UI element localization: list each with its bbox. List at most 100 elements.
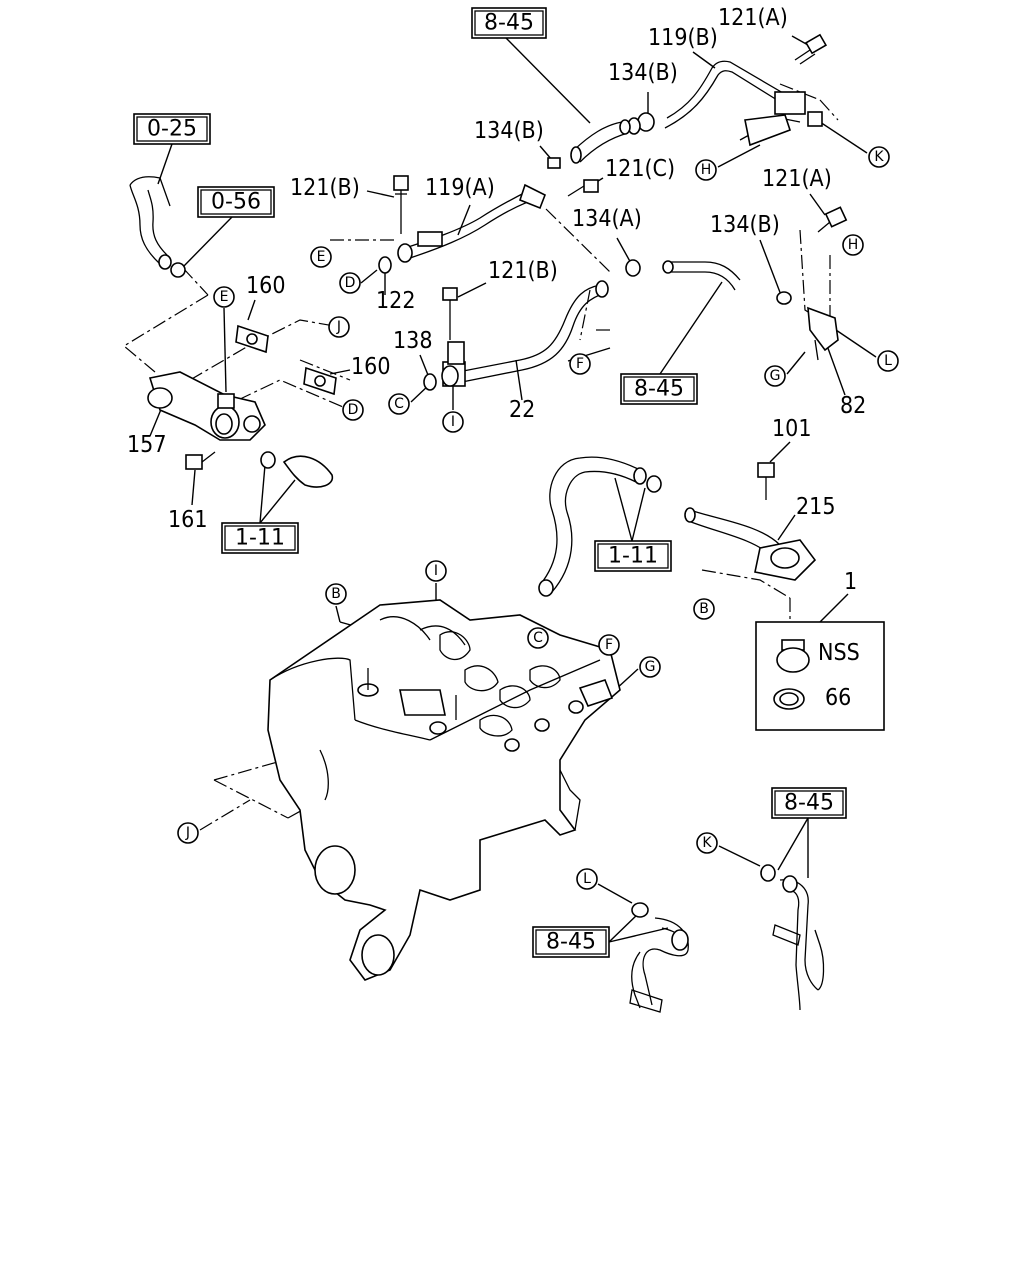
bolt-101: [757, 462, 775, 500]
clamp-134b-third: [776, 291, 792, 305]
ref-box-8-45-bottom-right[interactable]: 8-45: [771, 787, 847, 819]
label-215: 215: [796, 494, 836, 520]
svg-text:J: J: [336, 319, 341, 335]
circle-ref-c-1: C: [388, 393, 410, 415]
svg-text:G: G: [645, 659, 656, 675]
ref-box-8-45-bottom-left[interactable]: 8-45: [532, 926, 610, 958]
outlet-215: [684, 507, 817, 581]
svg-text:8-45: 8-45: [784, 791, 834, 816]
washer-122: [378, 256, 392, 274]
circle-ref-e-2: E: [213, 286, 235, 308]
circle-ref-i-1: I: [442, 411, 464, 433]
label-134b-2: 134(B): [474, 118, 544, 144]
label-122: 122: [376, 288, 416, 314]
svg-text:D: D: [348, 402, 359, 418]
circle-ref-l-1: L: [877, 350, 899, 372]
svg-text:K: K: [702, 835, 712, 851]
bolt-121b-lower: [442, 287, 458, 340]
label-1: 1: [844, 569, 857, 595]
pipe-22: [457, 280, 609, 383]
circle-ref-g-1: G: [764, 365, 786, 387]
svg-text:1-11: 1-11: [235, 526, 285, 551]
pipe-119a: [397, 183, 547, 263]
part-number-labels: 121(A) 119(B) 134(B) 134(B) 121(C) 121(B…: [127, 5, 866, 711]
hose-8-45-bottom-left: [629, 902, 689, 1013]
label-160-1: 160: [246, 273, 286, 299]
label-134b-1: 134(B): [608, 60, 678, 86]
label-160-2: 160: [351, 354, 391, 380]
circle-ref-b-1: B: [325, 583, 347, 605]
svg-text:0-56: 0-56: [211, 190, 261, 215]
bolt-161: [185, 451, 216, 470]
circle-ref-d-1: D: [339, 272, 361, 294]
hose-8-45-bottom-right: [760, 864, 825, 1011]
label-121a-top: 121(A): [718, 5, 788, 31]
svg-text:D: D: [345, 275, 356, 291]
svg-text:1-11: 1-11: [608, 544, 658, 569]
circle-ref-l-bottom: L: [576, 868, 598, 890]
circle-ref-k-bottom: K: [696, 832, 718, 854]
circle-ref-g-2: G: [639, 656, 661, 678]
circle-ref-d-2: D: [342, 399, 364, 421]
ref-box-1-11-mid[interactable]: 1-11: [594, 540, 672, 572]
label-82: 82: [840, 393, 866, 419]
label-134b-3: 134(B): [710, 212, 780, 238]
svg-text:L: L: [583, 871, 591, 887]
circle-ref-b-2: B: [693, 598, 715, 620]
svg-text:J: J: [185, 825, 190, 841]
circle-ref-j-2: J: [177, 822, 199, 844]
ref-box-1-11-left[interactable]: 1-11: [221, 522, 299, 554]
housing-157: [147, 371, 266, 441]
label-22: 22: [509, 397, 535, 423]
gasket-160-upper: [235, 324, 269, 354]
label-138: 138: [393, 328, 433, 354]
svg-text:8-45: 8-45: [546, 930, 596, 955]
svg-text:E: E: [220, 289, 229, 305]
bracket-82: [807, 306, 839, 361]
svg-text:G: G: [770, 368, 781, 384]
circle-ref-k-top: K: [868, 146, 890, 168]
ref-box-0-56[interactable]: 0-56: [197, 186, 275, 218]
bolt-121b-left: [393, 175, 409, 234]
label-101: 101: [772, 416, 812, 442]
reference-boxes: 8-45 0-25 0-56 8-45 1-11 1-11: [133, 7, 847, 958]
bolt-121a-right: [817, 206, 848, 233]
pipe-119b: [664, 60, 823, 147]
clamp-134a: [625, 259, 641, 277]
label-161: 161: [168, 507, 208, 533]
svg-text:0-25: 0-25: [147, 117, 197, 142]
svg-text:8-45: 8-45: [634, 377, 684, 402]
thermostat-box: [755, 621, 885, 731]
hose-0-25: [129, 176, 186, 278]
hose-1-11-left: [260, 451, 334, 488]
ref-box-8-45-top[interactable]: 8-45: [471, 7, 547, 39]
circle-ref-h-top: H: [695, 159, 717, 181]
svg-text:E: E: [317, 249, 326, 265]
hose-8-45-mid: [662, 260, 741, 291]
bolt-121a-top: [794, 33, 828, 65]
circle-ref-h-right: H: [842, 234, 864, 256]
hose-1-11-mid: [538, 456, 662, 597]
svg-text:C: C: [394, 396, 404, 412]
svg-text:H: H: [701, 162, 712, 178]
label-157: 157: [127, 432, 167, 458]
gasket-160-lower: [303, 366, 337, 396]
circle-ref-f-2: F: [598, 634, 620, 656]
clamp-134b-top: [627, 112, 655, 135]
svg-text:F: F: [576, 356, 584, 372]
leader-lines: [149, 35, 877, 943]
svg-text:B: B: [699, 601, 709, 617]
engine-block: [267, 599, 621, 981]
label-119a: 119(A): [425, 175, 495, 201]
parts: [129, 33, 885, 1013]
label-121b-2: 121(B): [488, 258, 558, 284]
svg-text:8-45: 8-45: [484, 11, 534, 36]
label-119b: 119(B): [648, 25, 718, 51]
svg-text:B: B: [331, 586, 341, 602]
svg-text:F: F: [605, 637, 613, 653]
ref-box-0-25[interactable]: 0-25: [133, 113, 211, 145]
svg-text:I: I: [434, 563, 438, 579]
ref-box-8-45-mid[interactable]: 8-45: [620, 373, 698, 405]
circle-references: K H E H D E J F L G C D I I B B C F G J …: [177, 146, 899, 890]
